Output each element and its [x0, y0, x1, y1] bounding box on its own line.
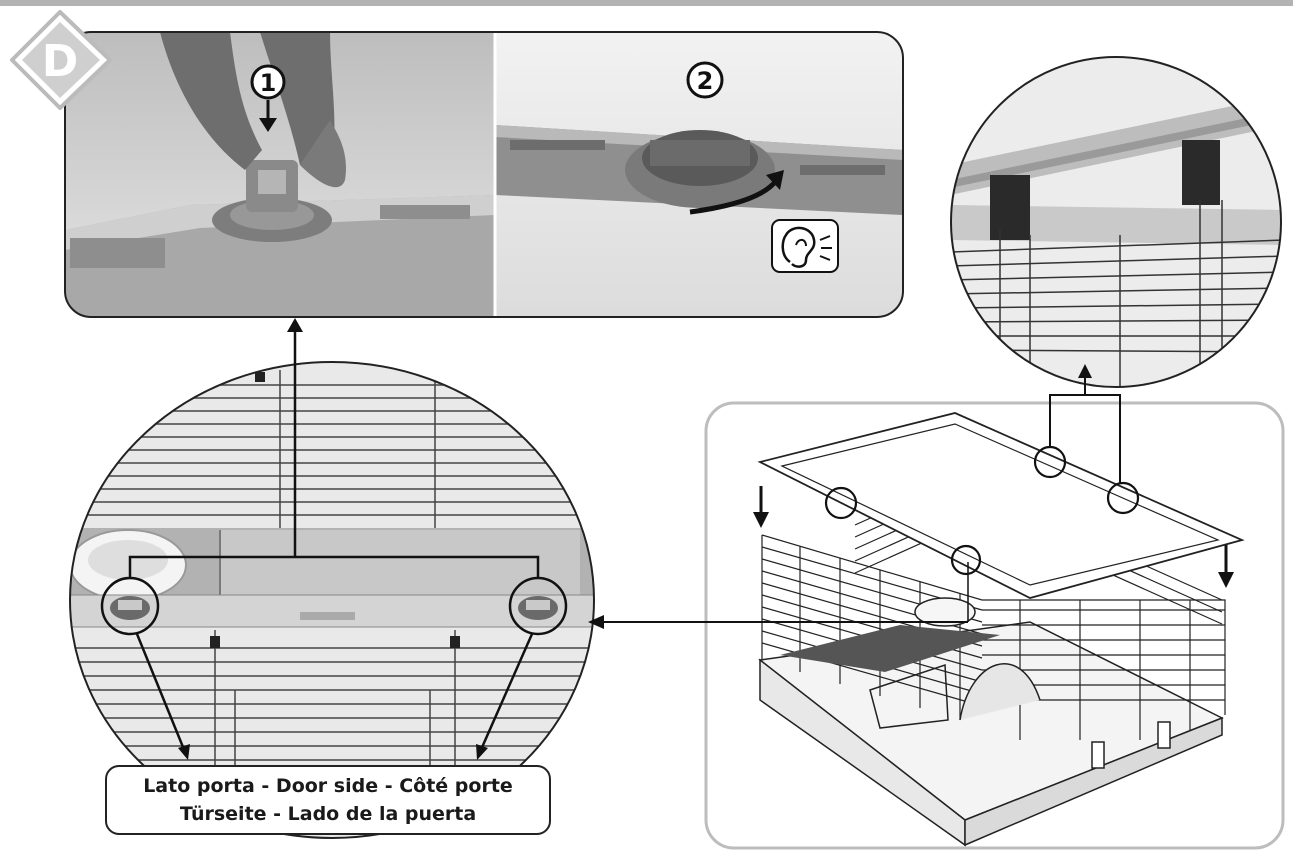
down-arrow-icon: [259, 118, 277, 132]
top-photo-panel: 1 2: [64, 31, 904, 318]
section-badge: D: [10, 10, 112, 110]
step-2-marker: 2: [686, 61, 724, 99]
door-side-caption: Lato porta - Door side - Côté porte Türs…: [105, 765, 551, 835]
cage-overview-panel: [588, 364, 1285, 850]
svg-text:D: D: [42, 36, 79, 87]
caption-line-2: Türseite - Lado de la puerta: [179, 803, 477, 825]
svg-text:2: 2: [697, 67, 714, 95]
hand-pressing-clip-icon: [160, 32, 335, 170]
door-side-detail-circle: [69, 318, 595, 839]
ear-click-sound-icon: [771, 219, 839, 273]
cage-lid: [757, 412, 1245, 599]
step-1-marker: 1: [250, 64, 286, 132]
lid-detail-circle: [950, 56, 1282, 388]
caption-line-1: Lato porta - Door side - Côté porte: [143, 775, 513, 797]
curved-arrow-icon: [689, 180, 777, 215]
top-bar: [0, 0, 1293, 6]
svg-text:1: 1: [260, 69, 277, 97]
